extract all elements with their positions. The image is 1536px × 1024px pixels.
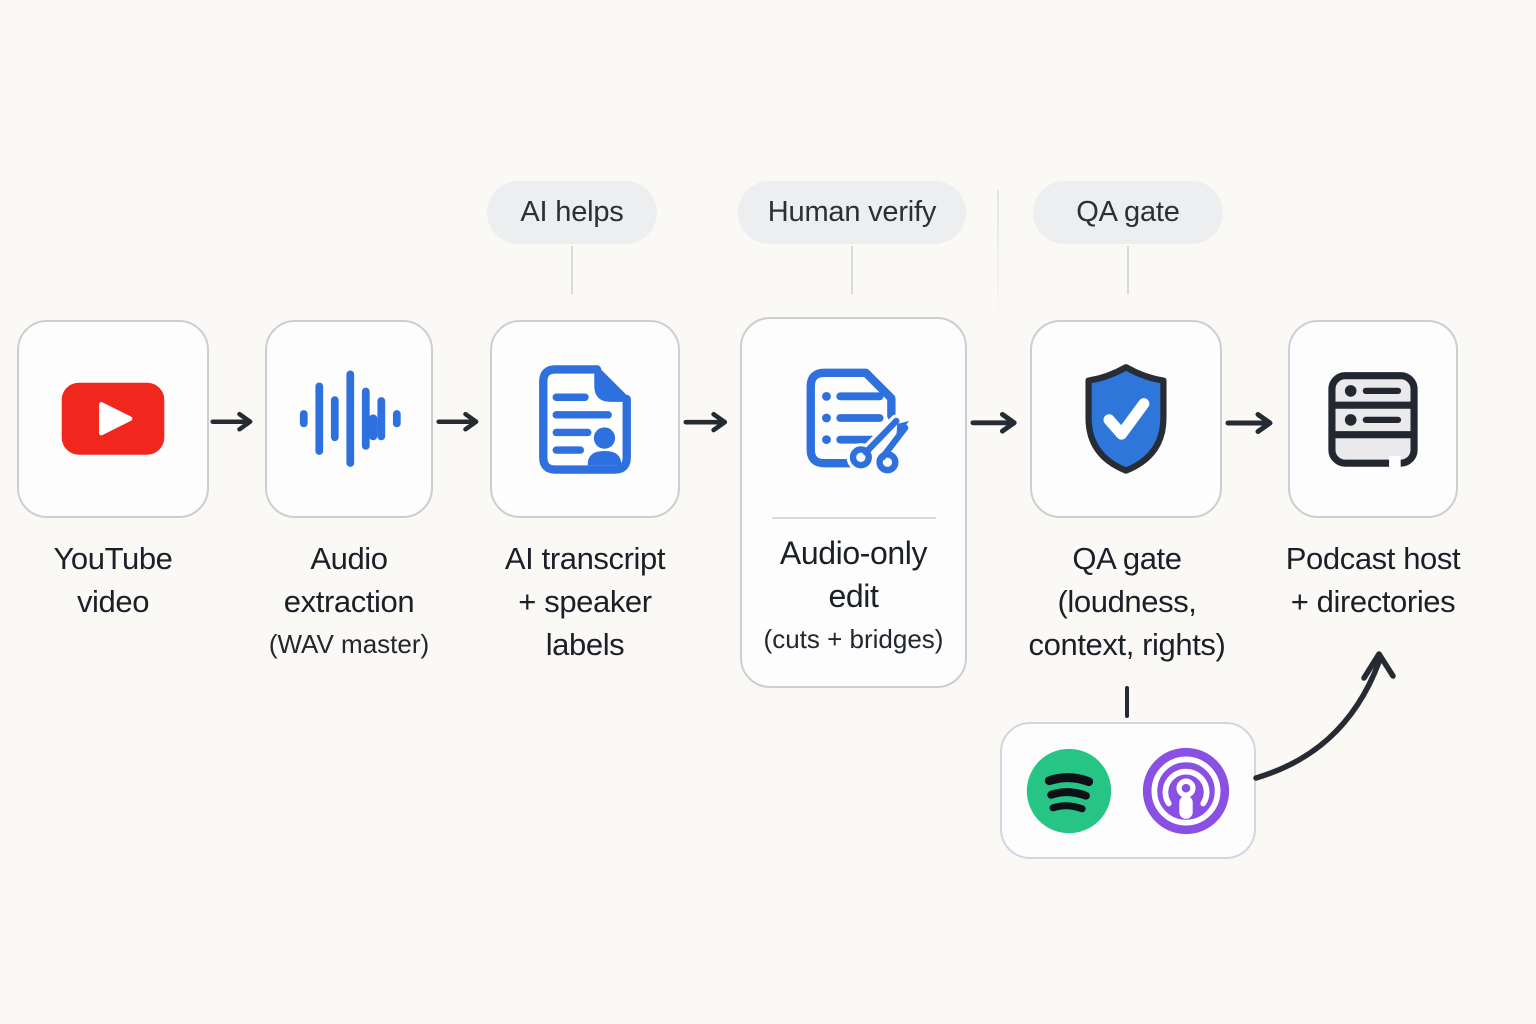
node-label-qa-gate: QA gate (loudness, context, rights): [996, 537, 1258, 666]
node-label-audio-only-edit: Audio-only edit (cuts + bridges): [764, 532, 944, 657]
document-scissors-icon: [795, 319, 913, 517]
flow-arrow-icon: [1225, 411, 1281, 435]
annotation-label: Human verify: [767, 196, 937, 228]
youtube-play-icon: [59, 380, 167, 457]
annotation-label: QA gate: [1076, 196, 1180, 228]
card-divider: [771, 517, 936, 519]
node-card-podcast-host: [1288, 320, 1458, 518]
label-subtitle: (cuts + bridges): [763, 624, 944, 654]
label-line: QA gate: [1072, 541, 1182, 576]
annotation-stem: [851, 246, 853, 294]
annotation-pill-human-verify: Human verify: [738, 181, 966, 244]
node-card-audio-extraction: [265, 320, 433, 518]
node-card-audio-only-edit: Audio-only edit (cuts + bridges): [740, 317, 967, 688]
annotation-pill-qa-gate: QA gate: [1033, 181, 1223, 244]
label-line: video: [76, 584, 150, 619]
node-label-podcast-host: Podcast host + directories: [1242, 537, 1504, 623]
apple-podcasts-icon: [1140, 745, 1232, 837]
label-line: + directories: [1290, 584, 1456, 619]
annotation-stem: [571, 246, 573, 294]
node-card-qa-gate: [1030, 320, 1222, 518]
label-line: YouTube: [53, 541, 173, 576]
qa-to-platforms-connector: [1125, 686, 1129, 718]
node-card-youtube-video: [17, 320, 209, 518]
node-card-ai-transcript: [490, 320, 680, 518]
node-label-audio-extraction: Audio extraction (WAV master): [236, 537, 462, 662]
label-line: + speaker: [518, 584, 652, 619]
annotation-divider: [997, 190, 999, 325]
flow-arrow-icon: [210, 411, 260, 432]
label-subtitle: (WAV master): [268, 629, 430, 659]
annotation-stem: [1127, 246, 1129, 294]
label-line: edit: [828, 578, 879, 614]
label-line: context, rights): [1028, 627, 1226, 662]
node-label-youtube-video: YouTube video: [0, 537, 226, 623]
label-line: Audio: [310, 541, 388, 576]
label-line: (loudness,: [1057, 584, 1197, 619]
node-label-ai-transcript: AI transcript + speaker labels: [472, 537, 698, 666]
server-stack-icon: [1323, 365, 1423, 474]
flow-arrow-icon: [683, 411, 735, 433]
transcript-speaker-document-icon: [534, 362, 636, 477]
label-line: extraction: [283, 584, 415, 619]
annotation-label: AI helps: [520, 196, 624, 228]
spotify-icon: [1024, 746, 1114, 836]
flow-arrow-icon: [436, 411, 486, 432]
label-line: Podcast host: [1285, 541, 1461, 576]
audio-waveform-icon: [293, 367, 405, 470]
label-line: Audio-only: [779, 535, 928, 571]
label-line: labels: [545, 627, 625, 662]
flow-arrow-icon: [970, 411, 1025, 435]
shield-check-icon: [1077, 361, 1175, 477]
label-line: AI transcript: [504, 541, 666, 576]
annotation-pill-ai-helps: AI helps: [487, 181, 657, 244]
platforms-to-host-arrow: [1252, 632, 1402, 784]
platforms-card: [1000, 722, 1256, 859]
